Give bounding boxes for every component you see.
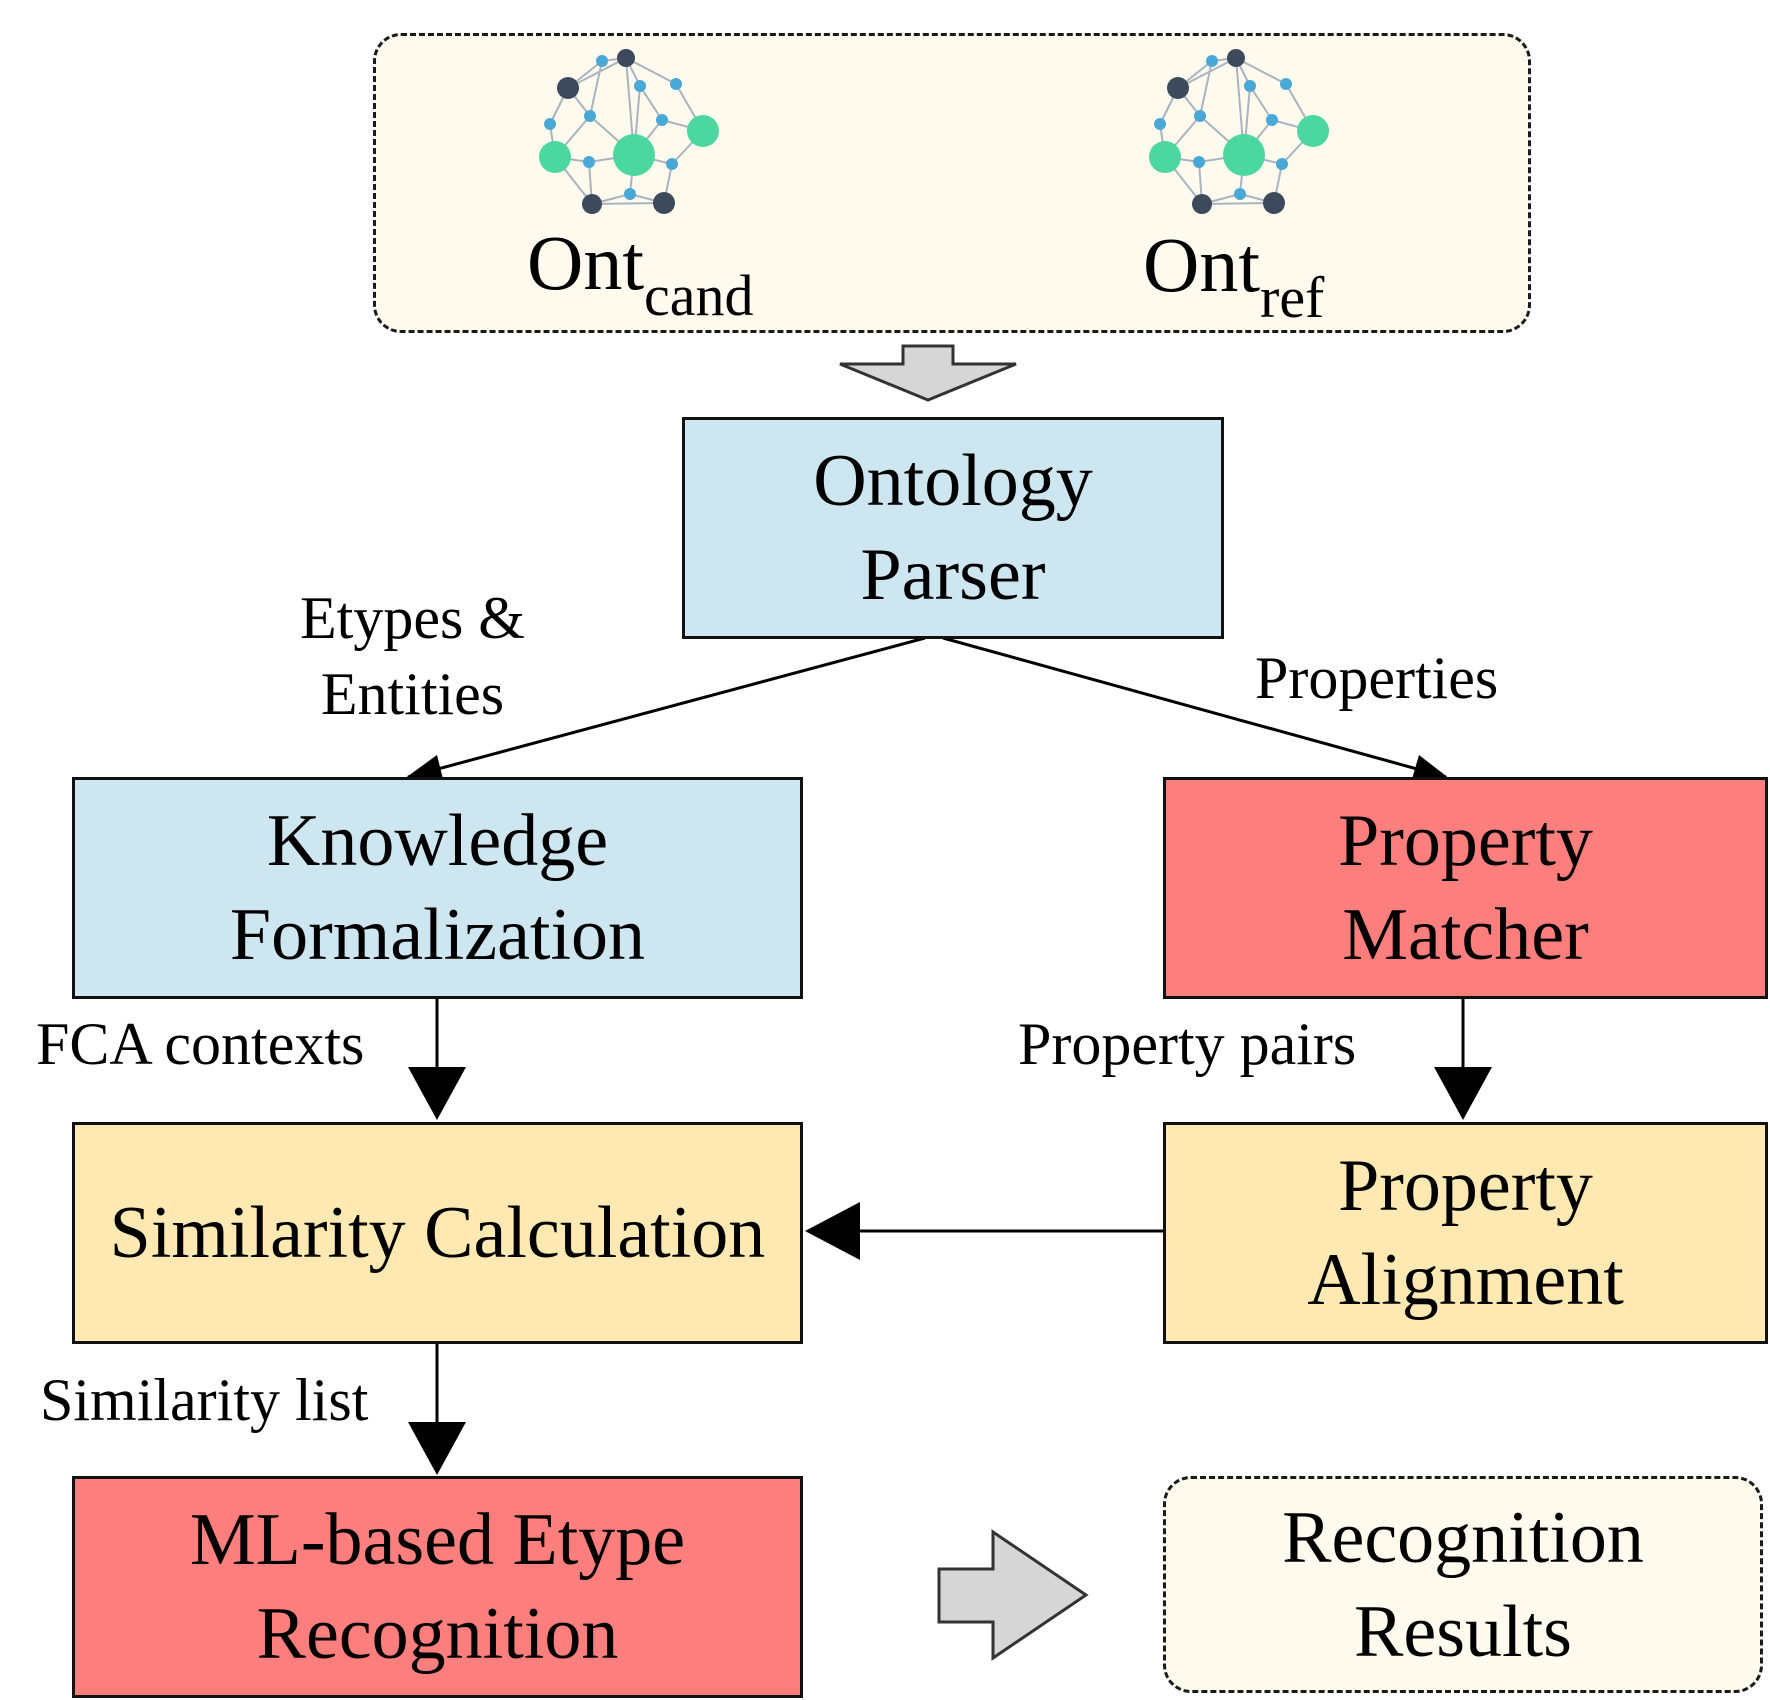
graph-node [1154,118,1166,130]
graph-edge [1235,57,1287,85]
graph-node [583,156,595,168]
arrowhead [1412,755,1450,779]
property-alignment-label: Property Alignment [1307,1145,1624,1321]
edge-parser-to-knowledge [407,636,926,779]
graph-node [1276,158,1288,170]
graph-edge [625,57,677,85]
ontology-reference-base: Ont [1143,221,1260,308]
ontology-candidate-base: Ont [527,219,644,306]
ontology-graph-icon [539,49,719,214]
graph-node [557,77,579,99]
arrowhead [404,755,443,779]
property-matcher-label: Property Matcher [1338,800,1593,976]
graph-node [1244,80,1256,92]
ontology-candidate-sub: cand [644,263,754,329]
edge-label-etypes-entities: Etypes & Entities [300,585,525,727]
edge-label-properties: Properties [1255,645,1499,711]
arrowhead [805,1202,860,1260]
edge-label-property-pairs: Property pairs [1018,1011,1357,1077]
arrowhead [408,1422,466,1475]
graph-node [1280,78,1292,90]
graph-edge [1201,202,1275,205]
arrowhead [1434,1067,1492,1120]
edge-label-fca-contexts: FCA contexts [36,1011,365,1077]
graph-edge [1249,85,1273,121]
graph-node [1206,55,1218,67]
recognition-results-label: Recognition Results [1282,1496,1644,1673]
graph-node [687,115,719,147]
graph-node [1167,77,1189,99]
ontology-parser-label: Ontology Parser [813,440,1093,616]
block-arrow-down [839,344,1017,402]
ml-etype-recognition-box: ML-based Etype Recognition [72,1476,803,1698]
graph-node [1227,49,1245,67]
graph-node [1234,188,1246,200]
graph-node [584,110,596,122]
knowledge-formalization-box: Knowledge Formalization [72,777,803,999]
ontology-parser-box: Ontology Parser [682,417,1224,639]
graph-node [670,78,682,90]
graph-node [653,192,675,214]
graph-node [1149,141,1181,173]
graph-node [596,55,608,67]
ontology-candidate-label: Ontcand [527,218,754,341]
graph-node [1193,156,1205,168]
graph-node [1297,115,1329,147]
ontology-reference-label: Ontref [1143,220,1324,343]
graph-node [1266,114,1278,126]
graph-edge [1199,60,1213,117]
edge-label-similarity-list: Similarity list [40,1367,369,1433]
property-alignment-box: Property Alignment [1163,1122,1768,1344]
graph-node [1263,192,1285,214]
recognition-results-panel: Recognition Results [1163,1476,1763,1693]
graph-node [634,80,646,92]
block-arrow-right [937,1529,1089,1661]
graph-node [544,118,556,130]
arrowhead [408,1067,466,1120]
graph-node [624,188,636,200]
ontology-graph-icon [1149,49,1329,214]
graph-node [656,114,668,126]
graph-node [582,194,602,214]
ontology-reference-sub: ref [1260,265,1325,331]
edge-parser-to-property-matcher [942,636,1447,779]
graph-node [666,158,678,170]
graph-node [1192,194,1212,214]
ml-etype-recognition-label: ML-based Etype Recognition [189,1499,686,1675]
graph-node [617,49,635,67]
graph-node [539,141,571,173]
graph-node [1223,134,1265,176]
graph-edge [639,85,663,121]
graph-edge [589,60,603,117]
property-matcher-box: Property Matcher [1163,777,1768,999]
graph-node [613,134,655,176]
similarity-calculation-box: Similarity Calculation [72,1122,803,1344]
similarity-calculation-label: Similarity Calculation [109,1192,766,1274]
knowledge-formalization-label: Knowledge Formalization [229,800,646,976]
graph-edge [591,202,665,205]
graph-node [1194,110,1206,122]
